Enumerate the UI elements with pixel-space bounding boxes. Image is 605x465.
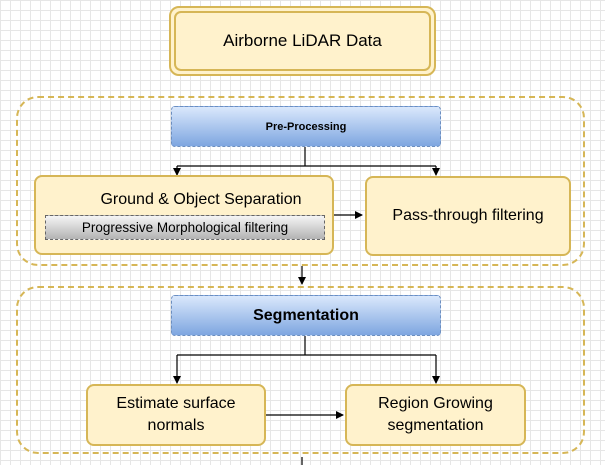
- morphological-label: Progressive Morphological filtering: [81, 220, 289, 235]
- segmentation-label: Segmentation: [253, 306, 359, 324]
- normals-label-line2: normals: [147, 417, 205, 434]
- region-label-line1: Region Growing: [378, 395, 493, 412]
- segmentation-group: [16, 286, 585, 454]
- ground-object-node[interactable]: Ground & Object Separation Progressive M…: [34, 175, 334, 255]
- source-label: Airborne LiDAR Data: [223, 31, 382, 50]
- morphological-node[interactable]: Progressive Morphological filtering: [45, 215, 325, 240]
- passthrough-label: Pass-through filtering: [392, 207, 544, 224]
- preprocessing-node[interactable]: Pre-Processing: [171, 106, 441, 147]
- normals-node[interactable]: Estimate surface normals: [86, 384, 266, 446]
- normals-label-line1: Estimate surface: [116, 395, 236, 412]
- ground-object-label: Ground & Object Separation: [100, 191, 302, 208]
- region-label-line2: segmentation: [387, 417, 484, 434]
- source-node: Airborne LiDAR Data: [174, 11, 431, 71]
- preprocessing-label: Pre-Processing: [265, 120, 347, 133]
- preprocessing-group: [16, 96, 585, 266]
- segmentation-node[interactable]: Segmentation: [171, 295, 441, 336]
- passthrough-node[interactable]: Pass-through filtering: [365, 176, 571, 256]
- source-node-outer[interactable]: Airborne LiDAR Data: [169, 6, 436, 76]
- region-growing-node[interactable]: Region Growing segmentation: [345, 384, 526, 446]
